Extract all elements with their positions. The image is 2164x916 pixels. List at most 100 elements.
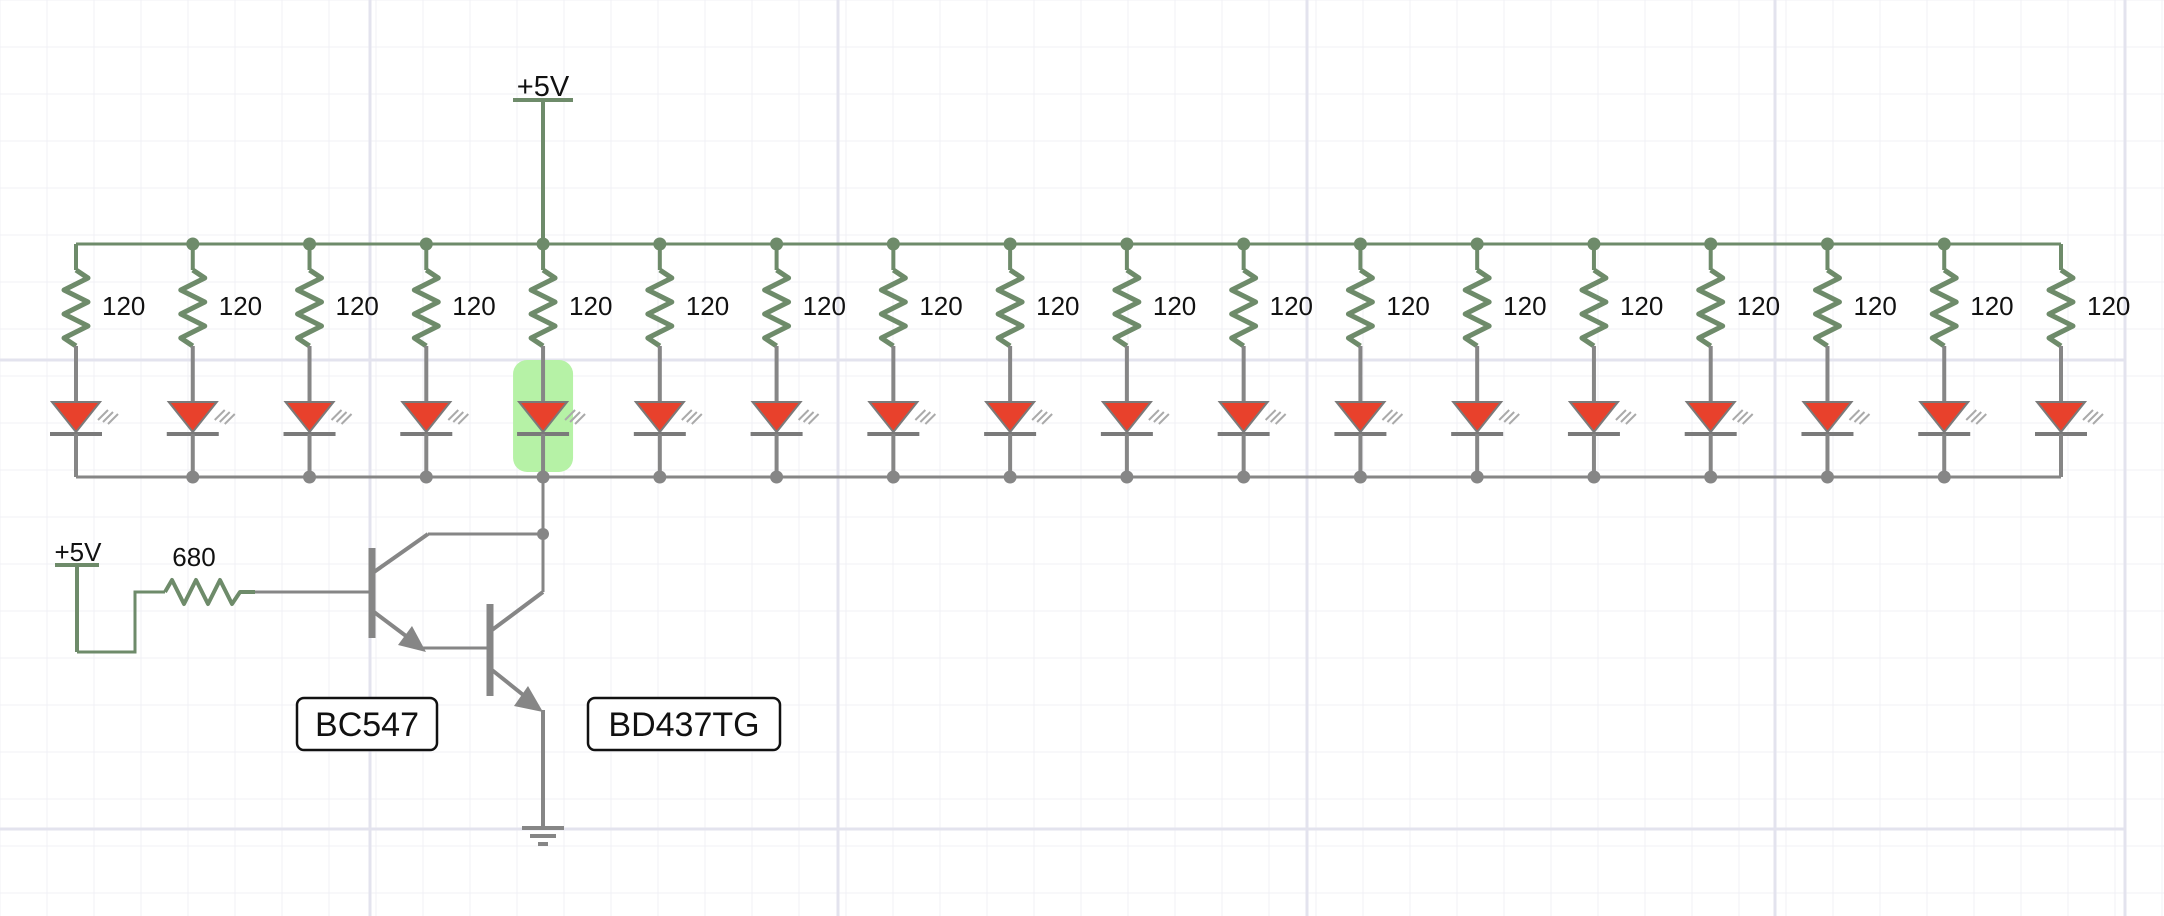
bottom-junction-dot [1820,470,1834,484]
bottom-junction-dot [1704,470,1718,484]
led-branch[interactable]: 120 [1918,237,2014,484]
led-resistor[interactable] [1462,267,1492,349]
led-resistor[interactable] [1929,267,1959,349]
top-junction-dot [536,237,550,251]
top-junction-dot [419,237,433,251]
led-branch[interactable]: 120 [1451,237,1547,484]
bc547-label-text: BC547 [315,706,419,744]
led-diode[interactable] [1451,401,1504,434]
led-resistor[interactable] [878,267,908,349]
collector-wiring[interactable] [428,477,549,592]
top-junction-dot [886,237,900,251]
base-resistor-value: 680 [172,542,215,572]
bottom-junction-dot [886,470,900,484]
led-resistor[interactable] [61,267,91,349]
led-branch[interactable]: 120 [400,237,496,484]
led-diode[interactable] [1334,401,1387,434]
top-junction-dot [186,237,200,251]
bottom-junction-dot [770,470,784,484]
led-branch[interactable]: 120 [1334,237,1430,484]
bd437tg-label[interactable]: BD437TG [586,696,782,752]
top-junction-dot [1704,237,1718,251]
led-resistor-value: 120 [452,291,495,321]
led-resistor[interactable] [645,267,675,349]
led-resistor[interactable] [1345,267,1375,349]
led-diode[interactable] [867,401,920,434]
led-resistor-value: 120 [1620,291,1663,321]
led-resistor[interactable] [411,267,441,349]
led-resistor-value: 120 [2087,291,2130,321]
base-supply-symbol[interactable]: +5V [55,537,103,652]
bottom-junction-dot [186,470,200,484]
top-supply-symbol[interactable]: +5V [513,71,573,242]
led-resistor-value: 120 [219,291,262,321]
led-branch[interactable]: 120 [1217,237,1313,484]
led-branch[interactable]: 120 [750,237,846,484]
led-branch[interactable]: 120 [867,237,963,484]
base-supply-label: +5V [55,537,103,567]
bd437tg-transistor[interactable] [486,590,545,826]
led-resistor-value: 120 [102,291,145,321]
led-diode[interactable] [166,401,219,434]
led-resistor-value: 120 [1036,291,1079,321]
led-diode[interactable] [1100,401,1153,434]
led-branch[interactable]: 120 [166,237,262,484]
led-diode[interactable] [633,401,686,434]
led-resistor-value: 120 [1737,291,1780,321]
led-branch[interactable]: 120 [1100,237,1196,484]
led-branch[interactable]: 120 [516,237,612,484]
led-diode[interactable] [750,401,803,434]
bottom-junction-dot [1470,470,1484,484]
led-resistor[interactable] [762,267,792,349]
bd437tg-label-text: BD437TG [608,706,759,744]
top-junction-dot [653,237,667,251]
led-diode[interactable] [400,401,453,434]
ground-symbol[interactable] [522,826,564,846]
led-branch[interactable]: 120 [49,244,145,477]
led-resistor[interactable] [1696,267,1726,349]
bottom-junction-dot [1353,470,1367,484]
led-resistor[interactable] [295,267,325,349]
bottom-junction-dot [1587,470,1601,484]
led-diode[interactable] [1567,401,1621,434]
led-diode[interactable] [1684,401,1737,434]
led-resistor[interactable] [1112,267,1142,349]
top-junction-dot [1470,237,1484,251]
led-diode[interactable] [283,401,336,434]
led-resistor[interactable] [178,267,208,349]
bc547-transistor[interactable] [368,532,488,652]
led-branch[interactable]: 120 [984,237,1080,484]
led-diode[interactable] [516,401,570,434]
led-resistor[interactable] [528,267,558,349]
led-diode[interactable] [1217,401,1270,434]
top-junction-dot [303,237,317,251]
led-branch[interactable]: 120 [1567,237,1663,484]
led-diode[interactable] [1918,401,1971,434]
led-branch[interactable]: 120 [1801,237,1897,484]
bottom-junction-dot [1937,470,1951,484]
bottom-junction-dot [419,470,433,484]
bc547-label[interactable]: BC547 [295,696,439,752]
top-junction-dot [1003,237,1017,251]
led-diode[interactable] [1801,401,1854,434]
led-branch[interactable]: 120 [283,237,379,484]
led-resistor[interactable] [2046,267,2076,349]
led-diode[interactable] [2034,401,2088,434]
bottom-junction-dot [1003,470,1017,484]
bottom-junction-dot [1120,470,1134,484]
led-branch[interactable]: 120 [1684,237,1780,484]
led-resistor-value: 120 [919,291,962,321]
base-wiring[interactable]: 680 [77,542,372,654]
led-resistor[interactable] [1229,267,1259,349]
led-branch[interactable]: 120 [633,237,729,484]
base-resistor [163,578,255,606]
led-resistor[interactable] [1812,267,1842,349]
led-resistor[interactable] [1579,267,1609,349]
led-diode[interactable] [984,401,1037,434]
led-resistor-value: 120 [1270,291,1313,321]
led-diode[interactable] [49,401,103,434]
led-resistor[interactable] [995,267,1025,349]
led-branch[interactable]: 120 [2034,244,2130,477]
